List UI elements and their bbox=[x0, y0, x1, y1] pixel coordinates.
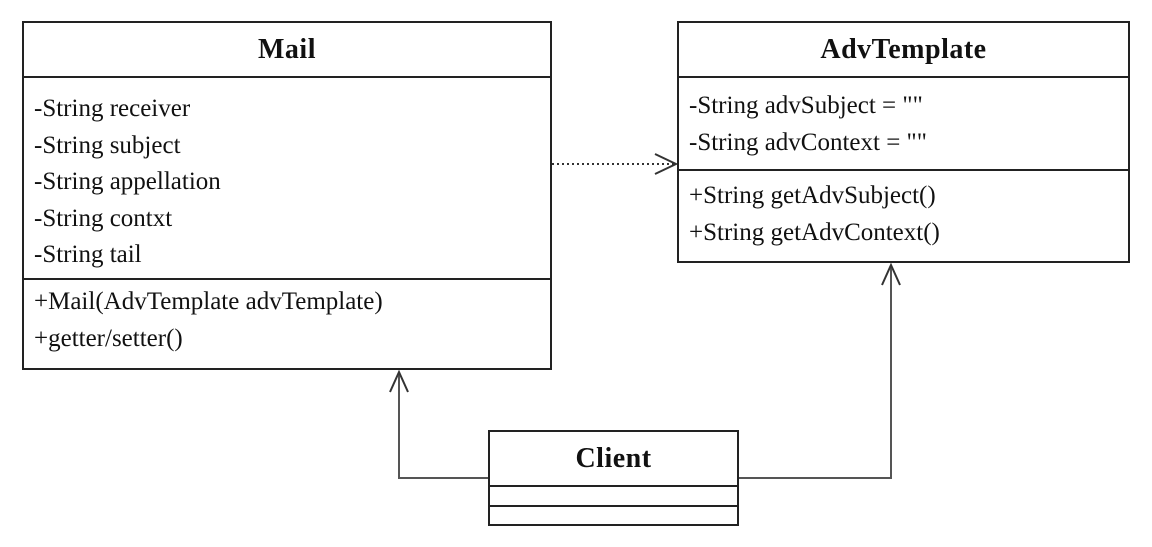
attribute-receiver: -String receiver bbox=[34, 95, 191, 122]
class-name-mail: Mail bbox=[24, 23, 550, 78]
class-advtemplate[interactable]: AdvTemplate -String advSubject = "" -Str… bbox=[677, 21, 1130, 263]
operation-mail-constructor: +Mail(AdvTemplate advTemplate) bbox=[34, 288, 383, 315]
attributes-compartment-client bbox=[490, 487, 737, 507]
association-line-client-advtemplate bbox=[739, 265, 892, 479]
operation-get-adv-context: +String getAdvContext() bbox=[689, 218, 940, 246]
attribute-appellation: -String appellation bbox=[34, 168, 221, 195]
attribute-adv-subject: -String advSubject = "" bbox=[689, 92, 923, 119]
class-mail[interactable]: Mail -String receiver -String subject -S… bbox=[22, 21, 552, 370]
attribute-contxt: -String contxt bbox=[34, 204, 173, 232]
arrowhead-advtemplate-dependency bbox=[654, 153, 679, 175]
attribute-adv-context: -String advContext = "" bbox=[689, 128, 927, 156]
attributes-compartment-mail: -String receiver -String subject -String… bbox=[24, 78, 550, 280]
operations-compartment-mail: +Mail(AdvTemplate advTemplate) +getter/s… bbox=[24, 280, 550, 357]
operations-compartment-client bbox=[490, 507, 737, 524]
arrowhead-advtemplate-association bbox=[881, 262, 901, 286]
class-client[interactable]: Client bbox=[488, 430, 739, 526]
attribute-subject: -String subject bbox=[34, 131, 181, 159]
class-name-advtemplate: AdvTemplate bbox=[679, 23, 1128, 78]
operation-get-adv-subject: +String getAdvSubject() bbox=[689, 182, 936, 209]
arrowhead-mail-association bbox=[389, 369, 409, 393]
class-name-client: Client bbox=[490, 432, 737, 487]
association-line-client-mail bbox=[398, 372, 488, 479]
attribute-tail: -String tail bbox=[34, 241, 142, 268]
operation-getter-setter: +getter/setter() bbox=[34, 324, 183, 352]
operations-compartment-advtemplate: +String getAdvSubject() +String getAdvCo… bbox=[679, 171, 1128, 251]
attributes-compartment-advtemplate: -String advSubject = "" -String advConte… bbox=[679, 78, 1128, 171]
